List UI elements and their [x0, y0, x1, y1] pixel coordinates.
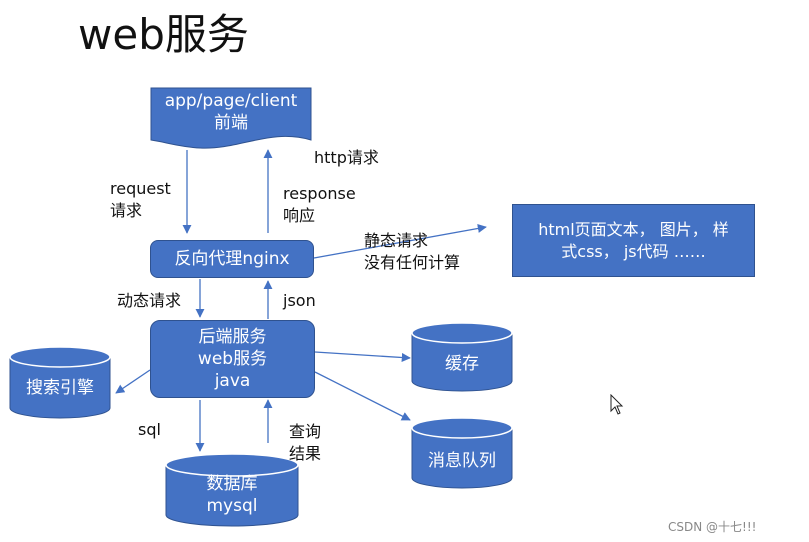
request-label-line2: 请求: [110, 201, 143, 220]
cache-arrow: [314, 351, 411, 363]
static-content-line1: html页面文本， 图片， 样: [538, 219, 729, 239]
database-cylinder: [165, 453, 299, 527]
cache-cylinder: [411, 322, 513, 392]
client-node-line2: 前端: [214, 113, 248, 133]
mouse-cursor-icon: [610, 394, 624, 415]
client-node-line1: app/page/client: [164, 91, 298, 111]
query-result-label-line2: 结果: [289, 444, 322, 463]
client-node-shape: [150, 87, 312, 149]
backend-node-line2: web服务: [197, 349, 268, 369]
dynamic-request-label: 动态请求: [117, 291, 182, 310]
static-request-arrow: [313, 223, 487, 259]
query-result-label-line1: 查询: [289, 422, 322, 441]
json-label: json: [283, 291, 316, 310]
search-engine-cylinder: [9, 346, 111, 419]
message-queue-cylinder: [411, 417, 513, 489]
static-request-label-line2: 没有任何计算: [364, 253, 461, 272]
response-label: response 响应: [283, 183, 356, 227]
cache-label: 缓存: [445, 354, 479, 374]
page-title: web服务: [78, 10, 249, 59]
database-label-line2: mysql: [206, 496, 258, 516]
mq-arrow: [314, 371, 411, 421]
static-content-node: html页面文本， 图片， 样 式css， js代码 ……: [512, 204, 755, 277]
response-label-line2: 响应: [283, 206, 316, 225]
request-label: request 请求: [110, 178, 171, 222]
backend-node-line3: java: [214, 371, 251, 391]
search-engine-label: 搜索引擎: [26, 378, 94, 398]
backend-node: 后端服务 web服务 java: [150, 320, 315, 398]
backend-node-line1: 后端服务: [198, 327, 267, 347]
database-label: 数据库 mysql: [166, 473, 298, 517]
database-label-line1: 数据库: [206, 474, 258, 494]
request-label-line1: request: [110, 179, 171, 198]
response-label-line1: response: [283, 184, 356, 203]
query-result-label: 查询 结果: [289, 421, 321, 465]
sql-label: sql: [138, 420, 161, 439]
client-node: app/page/client 前端: [151, 90, 311, 134]
static-request-label-line1: 静态请求: [364, 231, 429, 250]
search-arrow: [115, 369, 151, 394]
nginx-node-label: 反向代理nginx: [174, 249, 290, 269]
message-queue-label: 消息队列: [428, 451, 496, 471]
static-content-line2: 式css， js代码 ……: [561, 241, 706, 261]
watermark: CSDN @十七!!!: [668, 520, 757, 534]
nginx-node: 反向代理nginx: [150, 240, 314, 278]
static-request-label: 静态请求 没有任何计算: [364, 230, 460, 274]
http-request-label: http请求: [314, 148, 379, 167]
